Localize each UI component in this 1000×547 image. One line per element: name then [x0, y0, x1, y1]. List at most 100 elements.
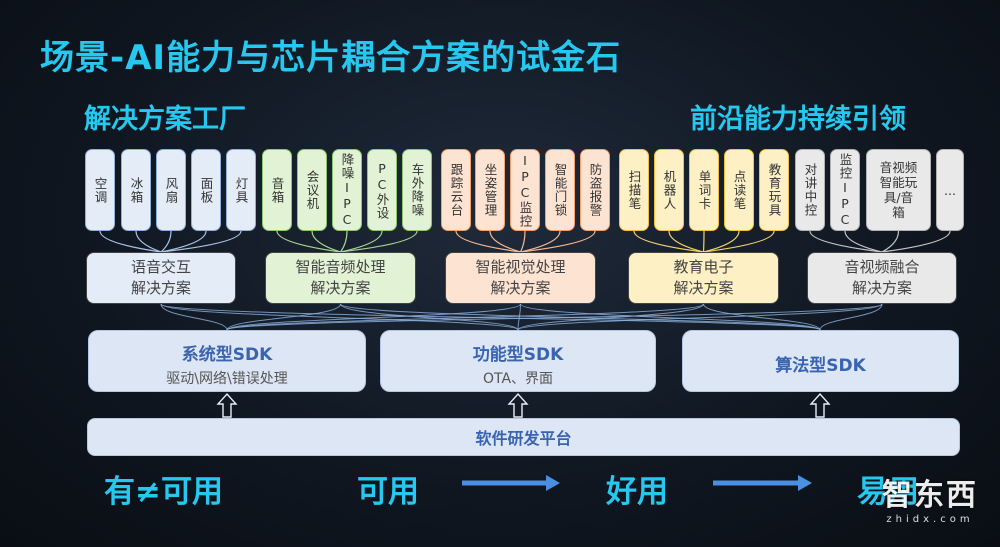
product-connector: [160, 230, 242, 253]
product-card: ...: [936, 149, 964, 231]
product-label: 单词卡: [696, 169, 712, 211]
product-card: 机器人: [654, 149, 684, 231]
solution-sdk-connector: [703, 303, 821, 331]
watermark-text: 智东西: [882, 478, 978, 513]
watermark-url: zhidx.com: [886, 514, 974, 525]
product-label: 对讲中控: [802, 163, 818, 217]
product-connector: [520, 230, 596, 253]
sdk-name: 功能型SDK: [472, 345, 564, 365]
solution-sdk-connector: [226, 303, 341, 331]
stage-label: 好用: [606, 474, 668, 510]
solution-sdk-connector: [160, 303, 821, 331]
sdk-desc: 驱动\网络\错误处理: [166, 371, 288, 387]
system-sdk-box: 系统型SDK 驱动\网络\错误处理: [88, 330, 366, 392]
product-label: 会议机: [304, 169, 320, 211]
product-connector: [489, 230, 521, 253]
product-connector: [703, 230, 740, 253]
product-card: IPC监控: [510, 149, 540, 231]
product-label: 防盗报警: [587, 163, 603, 217]
product-connector: [160, 230, 172, 253]
product-label: ...: [944, 182, 956, 198]
product-label: PC外设: [374, 160, 390, 220]
solution-sdk-connector: [340, 303, 821, 331]
product-card: 音视频 智能玩 具/音 箱: [866, 149, 931, 231]
product-card: 降噪IPC: [332, 149, 362, 231]
product-label: 音箱: [269, 176, 285, 204]
product-label: 车外降噪: [409, 163, 425, 217]
algorithm-sdk-box: 算法型SDK: [682, 330, 959, 392]
product-connector: [633, 230, 704, 253]
product-connector: [519, 230, 526, 253]
product-connector: [520, 230, 561, 253]
product-connector: [668, 230, 704, 253]
product-card: 监控IPC: [830, 149, 860, 231]
product-card: 单词卡: [689, 149, 719, 231]
product-label: IPC监控: [517, 152, 533, 228]
product-connector: [340, 230, 348, 253]
solution-box: 智能视觉处理 解决方案: [445, 252, 596, 304]
arrow-head-icon: [546, 475, 560, 491]
sdk-desc: OTA、界面: [482, 371, 554, 387]
product-card: 灯具: [226, 149, 256, 231]
sdk-name: 系统型SDK: [181, 345, 273, 365]
solution-sdk-connector: [819, 303, 883, 331]
product-card: 会议机: [297, 149, 327, 231]
solution-sdk-connector: [226, 303, 704, 331]
product-card: 智能门锁: [545, 149, 575, 231]
right-heading: 前沿能力持续引领: [690, 104, 906, 135]
product-card: 点读笔: [724, 149, 754, 231]
solution-sdk-connector: [340, 303, 519, 331]
product-label: 机器人: [661, 169, 677, 211]
stage-label: 易用: [857, 474, 919, 510]
product-label: 扫描笔: [626, 169, 642, 211]
product-card: 音箱: [262, 149, 292, 231]
product-label: 音视频 智能玩 具/音 箱: [879, 160, 918, 220]
product-connector: [160, 230, 207, 253]
solution-box: 音视频融合 解决方案: [807, 252, 957, 304]
product-connector: [881, 230, 951, 253]
solution-sdk-connector: [160, 303, 228, 331]
product-connector: [702, 230, 705, 253]
product-connector: [311, 230, 341, 253]
page-title: 场景-AI能力与芯片耦合方案的试金石: [40, 38, 622, 78]
product-label: 教育玩具: [766, 163, 782, 217]
product-connector: [455, 230, 521, 253]
product-card: 教育玩具: [759, 149, 789, 231]
function-sdk-box: 功能型SDK OTA、界面: [380, 330, 656, 392]
solution-sdk-connector: [517, 303, 704, 331]
product-card: 扫描笔: [619, 149, 649, 231]
watermark-logo: 智东西 zhidx.com: [882, 470, 978, 525]
product-label: 点读笔: [731, 169, 747, 211]
solution-sdk-connector: [160, 303, 519, 331]
solution-sdk-connector: [226, 303, 883, 331]
product-connector: [844, 230, 883, 253]
product-card: 风扇: [156, 149, 186, 231]
product-card: 对讲中控: [795, 149, 825, 231]
up-arrow-icon: [507, 392, 529, 418]
solution-sdk-connector: [226, 303, 521, 331]
up-arrow-icon: [809, 392, 831, 418]
arrow-head-icon: [798, 475, 812, 491]
stage-label: 可用: [357, 474, 419, 510]
product-connector: [809, 230, 883, 253]
product-connector: [99, 230, 162, 253]
product-card: PC外设: [367, 149, 397, 231]
product-label: 智能门锁: [552, 163, 568, 217]
software-platform-bar: 软件研发平台: [87, 418, 960, 456]
product-label: 降噪IPC: [339, 152, 355, 228]
product-connector: [340, 230, 418, 253]
product-connector: [276, 230, 341, 253]
solution-box: 智能音频处理 解决方案: [265, 252, 416, 304]
product-connector: [881, 230, 900, 253]
product-card: 车外降噪: [402, 149, 432, 231]
product-connector: [340, 230, 383, 253]
product-label: 跟踪云台: [448, 163, 464, 217]
solution-box: 语音交互 解决方案: [86, 252, 236, 304]
product-label: 监控IPC: [837, 152, 853, 228]
solution-sdk-connector: [520, 303, 821, 331]
product-label: 坐姿管理: [482, 163, 498, 217]
solution-box: 教育电子 解决方案: [628, 252, 779, 304]
product-label: 面板: [198, 176, 214, 204]
product-card: 坐姿管理: [475, 149, 505, 231]
